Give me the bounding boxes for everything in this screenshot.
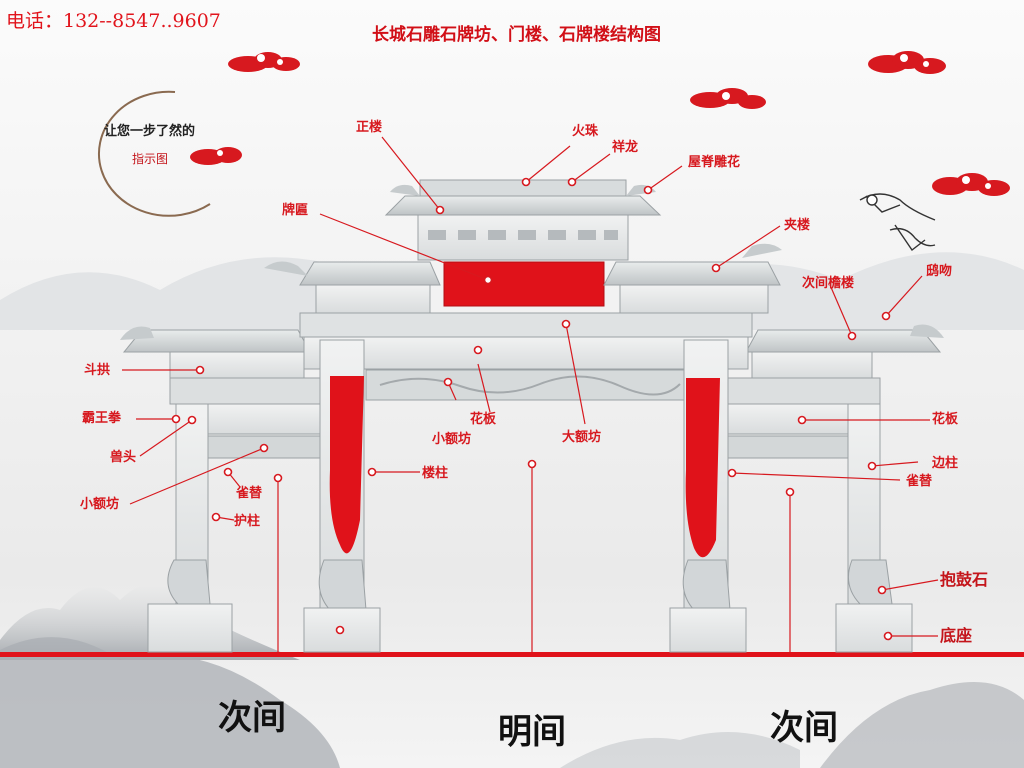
label-daefang: 大额坊 <box>562 430 602 445</box>
cloud-icon <box>190 147 242 165</box>
label-chiwen: 鸱吻 <box>926 264 953 279</box>
label-shoutou: 兽头 <box>110 450 137 465</box>
label-xiaoefang-left: 小额坊 <box>80 497 120 512</box>
ribbon-left <box>329 376 364 554</box>
label-huaban-center: 花板 <box>470 412 497 427</box>
phone-number: 电话：132--8547..9607 <box>6 10 221 32</box>
label-louzhu: 楼柱 <box>422 466 449 481</box>
cloud-icon <box>932 173 1010 196</box>
span-label-left: 次间 <box>218 698 286 738</box>
span-label-right: 次间 <box>770 708 838 748</box>
intro-circle-arc <box>97 90 211 217</box>
intro-text: 让您一步了然的 <box>104 124 196 139</box>
cloud-icon <box>690 88 766 109</box>
stone-gate <box>120 179 944 653</box>
label-xiaoefang-center: 小额坊 <box>432 432 472 447</box>
ribbon-right <box>685 378 720 558</box>
cloud-icon <box>868 51 946 74</box>
intro-subtext: 指示图 <box>132 152 169 166</box>
cloud-icon <box>228 52 300 72</box>
label-xianglong: 祥龙 <box>612 140 639 155</box>
label-huaban-right: 花板 <box>932 412 959 427</box>
decorative-clouds <box>190 51 1010 196</box>
page-title: 长城石雕石牌坊、门楼、石牌楼结构图 <box>372 25 661 45</box>
label-zhenglou: 正楼 <box>356 120 383 135</box>
crane-birds <box>859 193 936 252</box>
label-paibian: 牌匾 <box>282 203 309 218</box>
span-label-center: 明间 <box>498 712 566 752</box>
label-dizuo: 底座 <box>940 626 973 645</box>
label-jialou: 夹楼 <box>784 218 811 233</box>
ground-line <box>0 652 1024 657</box>
label-dougong: 斗拱 <box>84 363 111 378</box>
label-ciyan: 次间檐楼 <box>802 276 855 291</box>
label-huozhu: 火珠 <box>572 124 599 139</box>
label-queti-left: 雀替 <box>236 486 263 501</box>
label-huzhu: 护柱 <box>234 514 261 529</box>
plaque-red-cover <box>443 261 605 307</box>
label-wujidiaohua: 屋脊雕花 <box>688 155 741 170</box>
label-queti-right: 雀替 <box>906 474 933 489</box>
pointer-dots <box>171 177 893 641</box>
label-bawangquan: 霸王拳 <box>82 411 122 426</box>
label-bianzhu: 边柱 <box>932 456 959 471</box>
label-baogushi: 抱鼓石 <box>940 570 989 589</box>
